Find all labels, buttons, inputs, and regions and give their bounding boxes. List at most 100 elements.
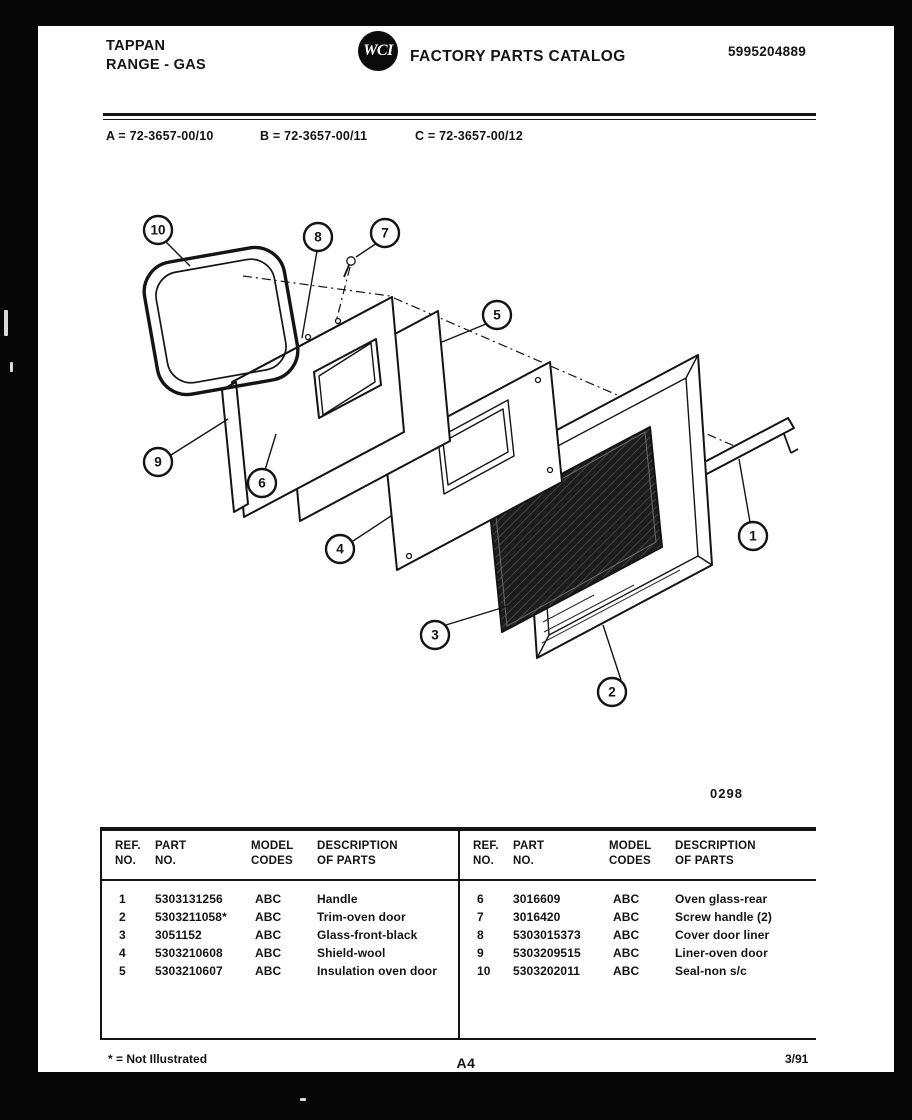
- parts-table-left-rows: 1 5303131256 ABC Handle 2 5303211058* AB…: [102, 881, 458, 980]
- model-code-b: B = 72-3657-00/11: [260, 129, 368, 143]
- brand-name: TAPPAN: [106, 38, 166, 54]
- page-code: A4: [456, 1055, 476, 1071]
- parts-table-right-rows: 6 3016609 ABC Oven glass-rear 7 3016420 …: [460, 881, 816, 980]
- model-codes: ABC: [255, 910, 282, 924]
- part-10-door-seal: [142, 245, 300, 397]
- part-no: 5303209515: [513, 946, 581, 960]
- model-codes: ABC: [255, 946, 282, 960]
- callout-8-number: 8: [314, 230, 322, 245]
- description: Handle: [317, 892, 358, 906]
- figure-code: 0298: [710, 786, 743, 801]
- part-7-screw: [343, 256, 356, 278]
- callout-2: 2: [596, 676, 628, 708]
- table-row: 8 5303015373 ABC Cover door liner: [473, 926, 816, 944]
- assembly-axis-lines: [242, 266, 747, 452]
- parts-table-right-header: REF. NO. PART NO. MODEL CODES DESCRIPTIO…: [460, 831, 816, 881]
- parts-table-left-header: REF. NO. PART NO. MODEL CODES DESCRIPTIO…: [102, 831, 458, 881]
- callout-10-number: 10: [150, 223, 165, 238]
- header-description: DESCRIPTION OF PARTS: [317, 840, 398, 867]
- parts-table-left: REF. NO. PART NO. MODEL CODES DESCRIPTIO…: [100, 831, 458, 1038]
- callout-1-number: 1: [749, 529, 757, 544]
- callout-3: 3: [419, 619, 451, 651]
- ref-no: 9: [477, 946, 484, 960]
- table-row: 6 3016609 ABC Oven glass-rear: [473, 890, 816, 908]
- part-9-liner-strip: [221, 381, 249, 513]
- ref-no: 4: [119, 946, 126, 960]
- part-4-shield-panel: [384, 361, 563, 571]
- model-codes: ABC: [613, 928, 640, 942]
- callout-6: 6: [246, 467, 278, 499]
- header-part: PART NO.: [155, 840, 187, 867]
- callout-9: 9: [142, 446, 174, 478]
- callout-4: 4: [324, 533, 356, 565]
- description: Glass-front-black: [317, 928, 418, 942]
- ref-no: 5: [119, 964, 126, 978]
- parts-table-right: REF. NO. PART NO. MODEL CODES DESCRIPTIO…: [458, 831, 816, 1038]
- exploded-door-diagram: 10 8 7 5 9 6 4 3 2: [142, 214, 799, 801]
- part-no: 5303202011: [513, 964, 581, 978]
- part-no: 3051152: [155, 928, 202, 942]
- callout-5-number: 5: [493, 308, 501, 323]
- part-6-rear-glass: [313, 338, 382, 419]
- callout-9-number: 9: [154, 455, 162, 470]
- table-row: 3 3051152 ABC Glass-front-black: [115, 926, 458, 944]
- model-code-c: C = 72-3657-00/12: [415, 129, 523, 143]
- header-model: MODEL CODES: [251, 840, 294, 867]
- callout-2-number: 2: [608, 685, 616, 700]
- scan-artifact: [4, 310, 8, 336]
- scan-artifact: [300, 1098, 306, 1101]
- description: Screw handle (2): [675, 910, 772, 924]
- description: Insulation oven door: [317, 964, 438, 978]
- model-codes: ABC: [255, 892, 282, 906]
- model-codes: ABC: [255, 964, 282, 978]
- wci-logo: WCI: [358, 31, 398, 71]
- callout-7: 7: [369, 217, 401, 249]
- callout-leader-lines: [165, 241, 751, 681]
- part-no: 5303211058*: [155, 910, 227, 924]
- callout-6-number: 6: [258, 476, 266, 491]
- brand-block: TAPPAN RANGE - GAS: [106, 37, 206, 75]
- ref-no: 6: [477, 892, 484, 906]
- model-code-a: A = 72-3657-00/10: [106, 129, 214, 143]
- model-code-list: A = 72-3657-00/10 B = 72-3657-00/11 C = …: [38, 129, 894, 145]
- catalog-page: TAPPAN RANGE - GAS WCI FACTORY PARTS CAT…: [38, 26, 894, 1072]
- ref-no: 8: [477, 928, 484, 942]
- header-rule: [103, 113, 816, 120]
- ref-no: 2: [119, 910, 126, 924]
- header-model: MODEL CODES: [609, 840, 652, 867]
- callout-5: 5: [481, 299, 513, 331]
- table-row: 4 5303210608 ABC Shield-wool: [115, 944, 458, 962]
- model-codes: ABC: [613, 910, 640, 924]
- table-row: 10 5303202011 ABC Seal-non s/c: [473, 962, 816, 980]
- description: Seal-non s/c: [675, 964, 747, 978]
- table-row: 2 5303211058* ABC Trim-oven door: [115, 908, 458, 926]
- part-no: 5303131256: [155, 892, 223, 906]
- ref-no: 3: [119, 928, 126, 942]
- callout-1: 1: [737, 520, 769, 552]
- header-description: DESCRIPTION OF PARTS: [675, 840, 756, 867]
- description: Oven glass-rear: [675, 892, 768, 906]
- part-no: 5303210607: [155, 964, 223, 978]
- wci-logo-text: WCI: [363, 42, 393, 59]
- model-codes: ABC: [613, 946, 640, 960]
- header-part: PART NO.: [513, 840, 545, 867]
- part-no: 5303015373: [513, 928, 581, 942]
- model-codes: ABC: [255, 928, 282, 942]
- appliance-type: RANGE - GAS: [106, 56, 206, 73]
- date-code: 3/91: [785, 1052, 809, 1066]
- part-no: 3016420: [513, 910, 561, 924]
- catalog-title: FACTORY PARTS CATALOG: [410, 48, 626, 65]
- callout-4-number: 4: [336, 542, 344, 557]
- description: Cover door liner: [675, 928, 770, 942]
- table-row: 5 5303210607 ABC Insulation oven door: [115, 962, 458, 980]
- ref-no: 10: [477, 964, 491, 978]
- part-3-front-glass: [489, 426, 663, 633]
- ref-no: 7: [477, 910, 484, 924]
- model-codes: ABC: [613, 892, 640, 906]
- description: Trim-oven door: [317, 910, 406, 924]
- publication-number: 5995204889: [728, 44, 807, 59]
- header-ref: REF. NO.: [115, 840, 141, 867]
- part-no: 3016609: [513, 892, 561, 906]
- table-row: 7 3016420 ABC Screw handle (2): [473, 908, 816, 926]
